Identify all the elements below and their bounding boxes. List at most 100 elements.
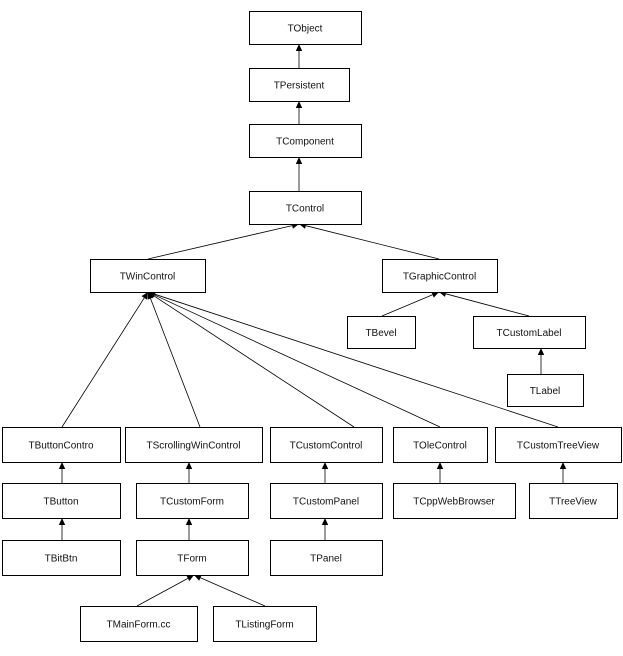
class-box xyxy=(382,259,498,293)
class-box xyxy=(136,483,249,519)
class-label: TCustomTreeView xyxy=(517,441,600,452)
class-node-ttreeview: TTreeView xyxy=(529,483,618,519)
class-label: TForm xyxy=(177,554,206,565)
edge-line xyxy=(381,294,433,317)
arrowhead xyxy=(295,157,303,164)
edge-tlistingform-to-tform xyxy=(194,574,266,607)
class-label: TCppWebBrowser xyxy=(413,497,495,508)
class-label: TCustomForm xyxy=(160,497,224,508)
class-label: TListingForm xyxy=(235,620,293,631)
edge-twincontrol-to-tcontrol xyxy=(147,222,299,260)
class-box xyxy=(270,483,383,519)
edge-tpanel-to-tcustompanel xyxy=(321,518,329,540)
class-node-tbevel: TBevel xyxy=(347,316,416,349)
class-box xyxy=(213,606,317,642)
edge-line xyxy=(154,293,559,428)
class-node-tlabel: TLabel xyxy=(507,374,584,407)
class-node-tform: TForm xyxy=(136,540,249,576)
class-node-tmainform: TMainForm.cc xyxy=(80,606,198,642)
edge-line xyxy=(153,295,355,428)
class-box xyxy=(495,427,622,463)
edge-ttreeview-to-tcustomtreeview xyxy=(559,462,567,483)
class-label: TLabel xyxy=(530,386,561,397)
edge-line xyxy=(61,297,145,428)
arrowhead xyxy=(194,574,202,581)
class-box xyxy=(2,427,121,463)
class-label: TObject xyxy=(288,24,323,35)
class-box xyxy=(249,191,362,225)
class-box xyxy=(507,374,584,407)
arrowhead xyxy=(141,292,148,300)
edge-line xyxy=(305,225,440,260)
class-box xyxy=(125,427,263,463)
edge-tbuttoncontrol-to-twincontrol xyxy=(61,292,148,428)
arrowhead xyxy=(295,101,303,108)
class-box xyxy=(90,259,206,293)
edge-line xyxy=(147,225,293,260)
class-label: TPersistent xyxy=(274,81,325,92)
edge-tform-to-tcustomform xyxy=(185,518,193,540)
class-box xyxy=(249,68,350,102)
class-nodes: TObjectTPersistentTComponentTControlTWin… xyxy=(2,11,622,642)
class-node-tcustomcontrol: TCustomControl xyxy=(270,427,383,463)
class-label: TPanel xyxy=(310,554,342,565)
class-node-tscrollingwincontrol: TScrollingWinControl xyxy=(125,427,263,463)
class-label: TButton xyxy=(43,497,78,508)
class-node-tcustompanel: TCustomPanel xyxy=(270,483,383,519)
class-node-tcontrol: TControl xyxy=(249,191,362,225)
edge-tcontrol-to-tcomponent xyxy=(295,157,303,191)
arrowhead xyxy=(537,348,545,355)
class-box xyxy=(393,483,516,519)
class-label: TMainForm.cc xyxy=(107,620,171,631)
arrowhead xyxy=(431,291,439,298)
class-label: TButtonContro xyxy=(28,441,93,452)
class-label: TOleControl xyxy=(413,441,467,452)
class-box xyxy=(393,427,488,463)
class-label: TBitBtn xyxy=(45,554,78,565)
class-node-tbitbtn: TBitBtn xyxy=(2,540,121,576)
class-node-twincontrol: TWinControl xyxy=(90,259,206,293)
edge-tgraphiccontrol-to-tcontrol xyxy=(299,222,440,260)
class-node-tcustomlabel: TCustomLabel xyxy=(473,316,586,349)
class-box xyxy=(80,606,198,642)
class-label: TCustomPanel xyxy=(293,497,359,508)
class-node-tbutton: TButton xyxy=(2,483,121,519)
class-node-tobject: TObject xyxy=(249,11,362,45)
class-label: TControl xyxy=(286,204,324,215)
edge-line xyxy=(136,577,189,607)
arrowhead xyxy=(58,518,66,525)
class-node-tcomponent: TComponent xyxy=(249,124,362,158)
edge-tcustompanel-to-tcustomcontrol xyxy=(321,462,329,483)
edge-tbevel-to-tgraphiccontrol xyxy=(381,291,439,317)
arrowhead xyxy=(321,462,329,469)
class-label: TTreeView xyxy=(549,497,598,508)
class-label: TCustomControl xyxy=(290,441,363,452)
edge-tcppwebbrowser-to-tolecontrol xyxy=(436,462,444,483)
edge-tpersistent-to-tobject xyxy=(295,44,303,68)
class-label: TComponent xyxy=(276,137,334,148)
edge-tcustomlabel-to-tgraphiccontrol xyxy=(439,290,530,317)
edge-tcustomcontrol-to-twincontrol xyxy=(148,292,355,428)
arrowhead xyxy=(185,462,193,469)
class-node-tlistingform: TListingForm xyxy=(213,606,317,642)
class-box xyxy=(270,540,383,576)
class-node-tpersistent: TPersistent xyxy=(249,68,350,102)
edge-tcomponent-to-tpersistent xyxy=(295,101,303,124)
class-box xyxy=(347,316,416,349)
arrowhead xyxy=(186,575,194,582)
class-box xyxy=(136,540,249,576)
class-box xyxy=(529,483,618,519)
arrowhead xyxy=(58,462,66,469)
class-box xyxy=(2,483,121,519)
edge-line xyxy=(154,294,441,428)
edge-tcustomform-to-tscrollingwincontrol xyxy=(185,462,193,483)
inheritance-edges xyxy=(58,44,567,607)
arrowhead xyxy=(321,518,329,525)
edge-line xyxy=(150,298,201,428)
class-box xyxy=(473,316,586,349)
class-node-tcustomtreeview: TCustomTreeView xyxy=(495,427,622,463)
class-box xyxy=(270,427,383,463)
class-node-tpanel: TPanel xyxy=(270,540,383,576)
edge-line xyxy=(445,293,530,317)
